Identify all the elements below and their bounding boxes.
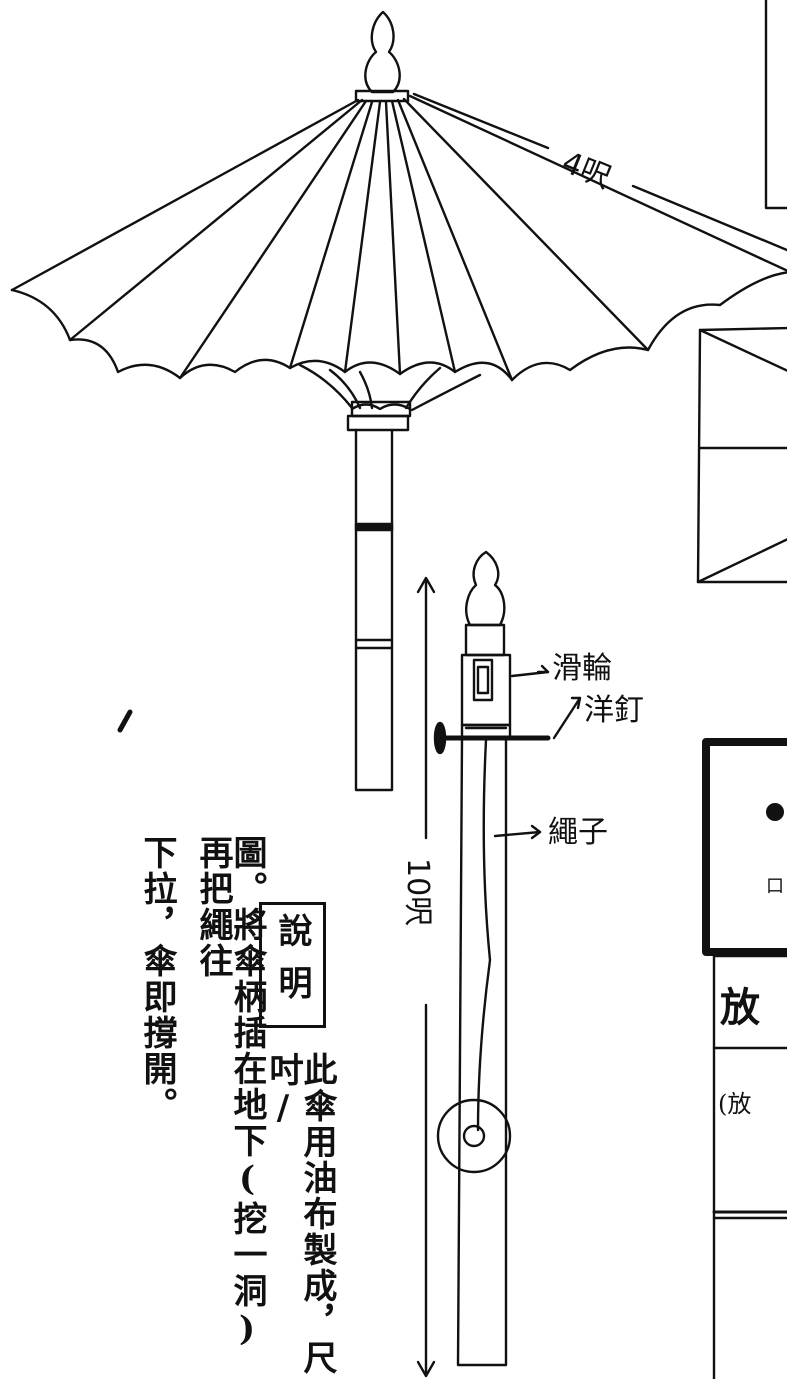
- right-top-box: [764, 0, 787, 210]
- pulley-label: 滑輪: [552, 651, 612, 686]
- pole-shaft: [456, 737, 508, 1367]
- explanation-line-3: 下拉，傘即撐開。: [137, 835, 177, 1123]
- right-thick-box: [702, 738, 787, 956]
- bottom-pulley-outer: [436, 1098, 512, 1174]
- right-crate-outline: [696, 326, 787, 584]
- right-bracket-text: (放: [718, 1090, 752, 1118]
- pole-finial: [465, 550, 506, 627]
- explanation-heading: 說明: [259, 902, 326, 1028]
- pole-top: [464, 623, 506, 657]
- explanation-line-1: 此傘用油布製成，尺吋/: [263, 1052, 337, 1376]
- umbrella-handle-collar: [346, 414, 410, 432]
- rib-length-line-2: [631, 184, 787, 252]
- nail-label: 洋釘: [584, 693, 644, 728]
- bottom-pulley-inner: [462, 1124, 486, 1148]
- pole-length-label: 10呎: [400, 858, 435, 926]
- rib-length-line-1: [412, 92, 550, 150]
- umbrella-finial: [364, 10, 401, 94]
- right-big-char: 放: [720, 984, 760, 1031]
- rope-line: [476, 738, 492, 1132]
- pole-head: [460, 653, 512, 727]
- umbrella-top-collar: [354, 89, 410, 103]
- rope-label: 繩子: [548, 815, 608, 850]
- right-table-outline: [712, 954, 787, 1379]
- explanation-line-2: 圖。將傘柄插在地下(挖一洞)再把繩往: [193, 835, 267, 1351]
- pulley-slot: [472, 658, 494, 702]
- umbrella-handle: [354, 428, 394, 792]
- right-small-mark: 口: [766, 876, 784, 897]
